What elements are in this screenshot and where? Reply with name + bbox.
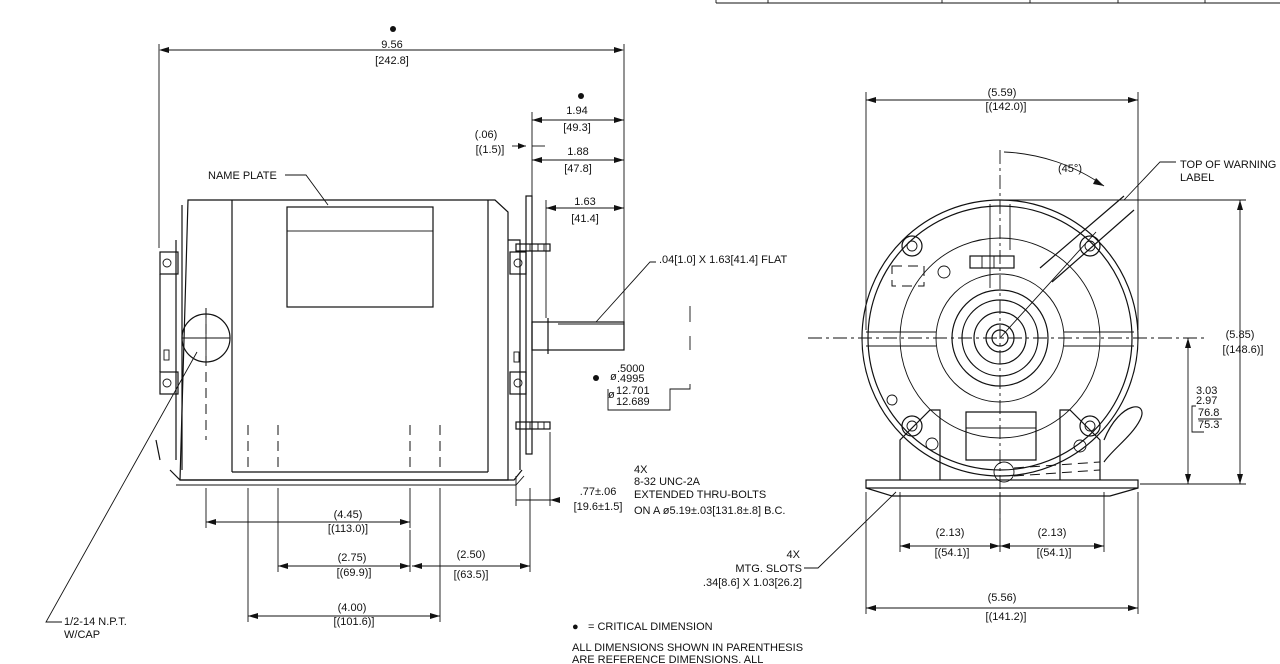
name-plate-label: NAME PLATE	[208, 170, 277, 182]
shaft-height-hi: 3.03	[1196, 385, 1217, 397]
thru-bolt-line-3: EXTENDED THRU-BOLTS	[634, 489, 766, 501]
side-dimensions: 9.56 [242.8] 1.94 [49.3] (.06) [(1.5)] 1…	[45, 26, 787, 641]
base-half-left-mm: [(54.1)]	[935, 547, 970, 559]
base-half-right-value: (2.13)	[1038, 527, 1067, 539]
flat-length-mm: [41.4]	[571, 213, 599, 225]
flat-note: .04[1.0] X 1.63[41.4] FLAT	[659, 254, 787, 266]
warning-label-line-1: TOP OF WARNING	[1180, 159, 1276, 171]
legend-text: = CRITICAL DIMENSION	[588, 621, 713, 633]
dim-2-75-mm: [(69.9)]	[337, 567, 372, 579]
shaft-dia-lo: .4995	[617, 373, 645, 385]
bolt-projection-mm: [19.6±1.5]	[574, 501, 623, 513]
shaft-dia-hi: .5000	[617, 363, 645, 375]
critical-dot	[390, 26, 396, 32]
end-dimensions: (5.59) [(142.0)] (45°) TOP OF WARNING LA…	[703, 87, 1276, 623]
thru-bolt-line-4: ON A ø5.19±.03[131.8±.8] B.C.	[634, 505, 786, 517]
shaft-extension-mm: [49.3]	[563, 122, 591, 134]
dim-2-75-value: (2.75)	[338, 552, 367, 564]
slots-line-1: 4X	[787, 549, 801, 561]
reference-note-line-2: ARE REFERENCE DIMENSIONS. ALL	[572, 654, 763, 664]
shoulder-length-mm: [47.8]	[564, 163, 592, 175]
npt-line-1: 1/2-14 N.P.T.	[64, 616, 127, 628]
thru-bolt-line-2: 8-32 UNC-2A	[634, 476, 701, 488]
end-width-mm: [(142.0)]	[986, 101, 1027, 113]
base-width-mm: [(141.2)]	[986, 611, 1027, 623]
end-width-value: (5.59)	[988, 87, 1017, 99]
slots-line-2: MTG. SLOTS	[735, 563, 802, 575]
flange-offset-value: (.06)	[475, 129, 498, 141]
overall-length-value: 9.56	[381, 39, 402, 51]
thru-bolt-line-1: 4X	[634, 464, 648, 476]
end-view	[808, 150, 1206, 520]
dim-4-45-mm: [(113.0)]	[328, 523, 368, 535]
shaft-height-lo: 2.97	[1196, 395, 1217, 407]
critical-dot	[578, 93, 584, 99]
dim-2-50-value: (2.50)	[457, 549, 486, 561]
overall-length-mm: [242.8]	[375, 55, 409, 67]
dim-2-50-mm: [(63.5)]	[454, 569, 489, 581]
angle-label: (45°)	[1058, 163, 1082, 175]
base-width-value: (5.56)	[988, 592, 1017, 604]
shaft-height-mm-lo: 75.3	[1198, 419, 1219, 431]
title-block-fragment	[715, 0, 1280, 4]
warning-label-line-2: LABEL	[1180, 172, 1214, 184]
npt-line-2: W/CAP	[64, 629, 100, 641]
reference-note-line-1: ALL DIMENSIONS SHOWN IN PARENTHESIS	[572, 642, 803, 654]
diameter-symbol: ø	[608, 389, 615, 401]
shaft-dia-mm-lo: 12.689	[616, 396, 650, 408]
shoulder-length-value: 1.88	[567, 146, 588, 158]
critical-dot	[593, 375, 599, 381]
slots-line-3: .34[8.6] X 1.03[26.2]	[703, 577, 802, 589]
shaft-extension-value: 1.94	[566, 105, 587, 117]
shaft-dia-mm-hi: 12.701	[616, 385, 650, 397]
legend-symbol: ●	[572, 621, 579, 633]
diameter-symbol: ø	[610, 371, 617, 383]
side-view	[155, 195, 625, 486]
legend: ● = CRITICAL DIMENSION ALL DIMENSIONS SH…	[572, 621, 803, 664]
shaft-height-mm-hi: 76.8	[1198, 407, 1219, 419]
overall-height-value: (5.85)	[1226, 329, 1255, 341]
base-half-right-mm: [(54.1)]	[1037, 547, 1072, 559]
dim-4-00-value: (4.00)	[338, 602, 367, 614]
flange-offset-mm: [(1.5)]	[476, 144, 505, 156]
bolt-projection-value: .77±.06	[580, 486, 617, 498]
overall-height-mm: [(148.6)]	[1223, 344, 1264, 356]
dim-4-45-value: (4.45)	[334, 509, 363, 521]
dim-4-00-mm: [(101.6)]	[334, 616, 375, 628]
flat-length-value: 1.63	[574, 196, 595, 208]
base-half-left-value: (2.13)	[936, 527, 965, 539]
